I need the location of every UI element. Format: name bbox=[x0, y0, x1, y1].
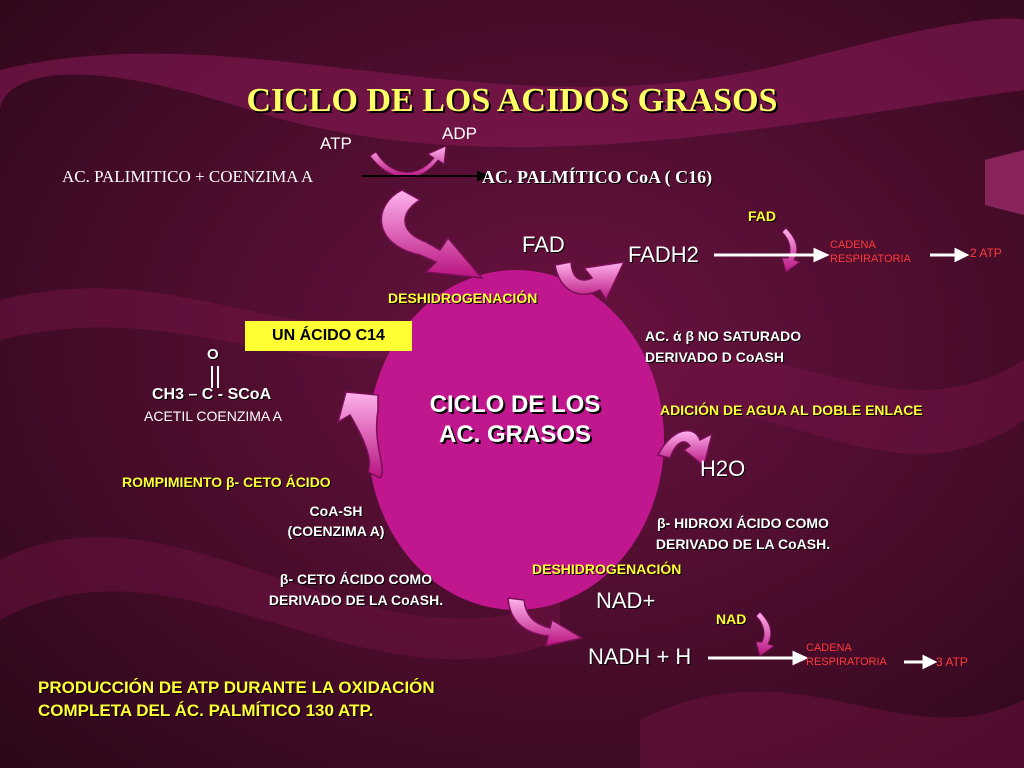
cycle-circle bbox=[368, 270, 664, 610]
h2o-curved-arrow bbox=[656, 430, 714, 468]
main-reaction-arrowhead bbox=[477, 170, 491, 182]
coash-line-1: CoA-SH bbox=[309, 503, 363, 519]
unsaturated-line-2: DERIVADO D CoASH bbox=[645, 349, 784, 365]
cycle-center-label: CICLO DE LOS AC. GRASOS bbox=[395, 390, 635, 450]
nad-regenerate-arrow bbox=[755, 611, 776, 657]
hidroxi-line-1: β- HIDROXI ÁCIDO COMO bbox=[657, 515, 829, 531]
fad-small-label: FAD bbox=[748, 208, 776, 224]
cadena-atp-arrowhead-1 bbox=[954, 247, 970, 263]
reactants-label: AC. PALIMITICO + COENZIMA A bbox=[62, 167, 314, 186]
produccion-line-1: PRODUCCIÓN DE ATP DURANTE LA OXIDACIÓN bbox=[38, 678, 435, 697]
respiratoria-line: RESPIRATORIA bbox=[830, 253, 911, 265]
nad-plus-label: NAD+ bbox=[596, 588, 656, 613]
cadena-atp-arrowhead-2 bbox=[922, 654, 938, 670]
coash-label: CoA-SH (COENZIMA A) bbox=[276, 501, 396, 541]
two-atp-label: 2 ATP bbox=[970, 246, 1002, 260]
cadena-line: CADENA bbox=[830, 239, 876, 251]
hidroxi-line-2: DERIVADO DE LA CoASH. bbox=[655, 536, 831, 552]
decorative-tab bbox=[985, 150, 1024, 215]
fadh2-label: FADH2 bbox=[628, 242, 699, 267]
cadena-respiratoria-2: CADENA RESPIRATORIA bbox=[806, 641, 887, 669]
ceto-line-1: β- CETO ÁCIDO COMO bbox=[279, 571, 433, 587]
coash-line-2: (COENZIMA A) bbox=[287, 523, 385, 539]
deshidrogenacion-label-1: DESHIDROGENACIÓN bbox=[388, 290, 538, 306]
acetil-name: ACETIL COENZIMA A bbox=[144, 408, 282, 424]
unsaturated-line-1: AC. ά β NO SATURADO bbox=[645, 328, 802, 344]
h2o-label: H2O bbox=[700, 456, 746, 481]
ceto-line-2: DERIVADO DE LA CoASH. bbox=[268, 592, 444, 608]
three-atp-label: 3 ATP bbox=[936, 655, 968, 669]
center-line-1: CICLO DE LOS bbox=[429, 391, 601, 418]
rompimiento-label: ROMPIMIENTO β- CETO ÁCIDO bbox=[122, 474, 331, 490]
acetil-curved-arrow bbox=[336, 391, 384, 479]
nadh-arrowhead bbox=[792, 650, 809, 666]
cadena-respiratoria-1: CADENA RESPIRATORIA bbox=[830, 238, 911, 266]
adp-label: ADP bbox=[442, 124, 477, 143]
adicion-agua-label: ADICIÓN DE AGUA AL DOBLE ENLACE bbox=[660, 402, 923, 418]
palmitoyl-coa-label: AC. PALMÍTICO CoA ( C16) bbox=[482, 167, 713, 187]
atp-label: ATP bbox=[320, 134, 352, 153]
c14-acid-box: UN ÁCIDO C14 bbox=[245, 321, 412, 351]
nad-small-label: NAD bbox=[716, 611, 747, 627]
center-line-2: AC. GRASOS bbox=[438, 421, 591, 448]
page-title: CICLO DE LOS ACIDOS GRASOS bbox=[246, 82, 778, 119]
fadh2-arrowhead bbox=[813, 247, 830, 263]
entry-curved-arrow bbox=[380, 189, 484, 279]
atp-adp-arrow bbox=[369, 145, 447, 178]
respiratoria-line: RESPIRATORIA bbox=[806, 656, 887, 668]
nadh-label: NADH + H bbox=[588, 644, 692, 669]
nad-curved-arrow bbox=[507, 597, 584, 647]
cadena-line: CADENA bbox=[806, 642, 852, 654]
ceto-label: β- CETO ÁCIDO COMO DERIVADO DE LA CoASH. bbox=[246, 569, 466, 611]
hidroxi-label: β- HIDROXI ÁCIDO COMO DERIVADO DE LA CoA… bbox=[632, 513, 854, 555]
fad-label: FAD bbox=[522, 232, 565, 257]
unsaturated-label: AC. ά β NO SATURADO DERIVADO D CoASH bbox=[645, 326, 801, 368]
produccion-atp-note: PRODUCCIÓN DE ATP DURANTE LA OXIDACIÓN C… bbox=[38, 676, 435, 722]
produccion-line-2: COMPLETA DEL ÁC. PALMÍTICO 130 ATP. bbox=[38, 701, 374, 720]
fad-curved-arrow bbox=[554, 261, 626, 302]
oxygen-label: O bbox=[207, 346, 219, 363]
fad-regenerate-arrow bbox=[781, 227, 802, 273]
acetil-formula: CH3 – C - SCoA bbox=[152, 386, 272, 403]
deshidrogenacion-label-2: DESHIDROGENACIÓN bbox=[532, 561, 682, 577]
